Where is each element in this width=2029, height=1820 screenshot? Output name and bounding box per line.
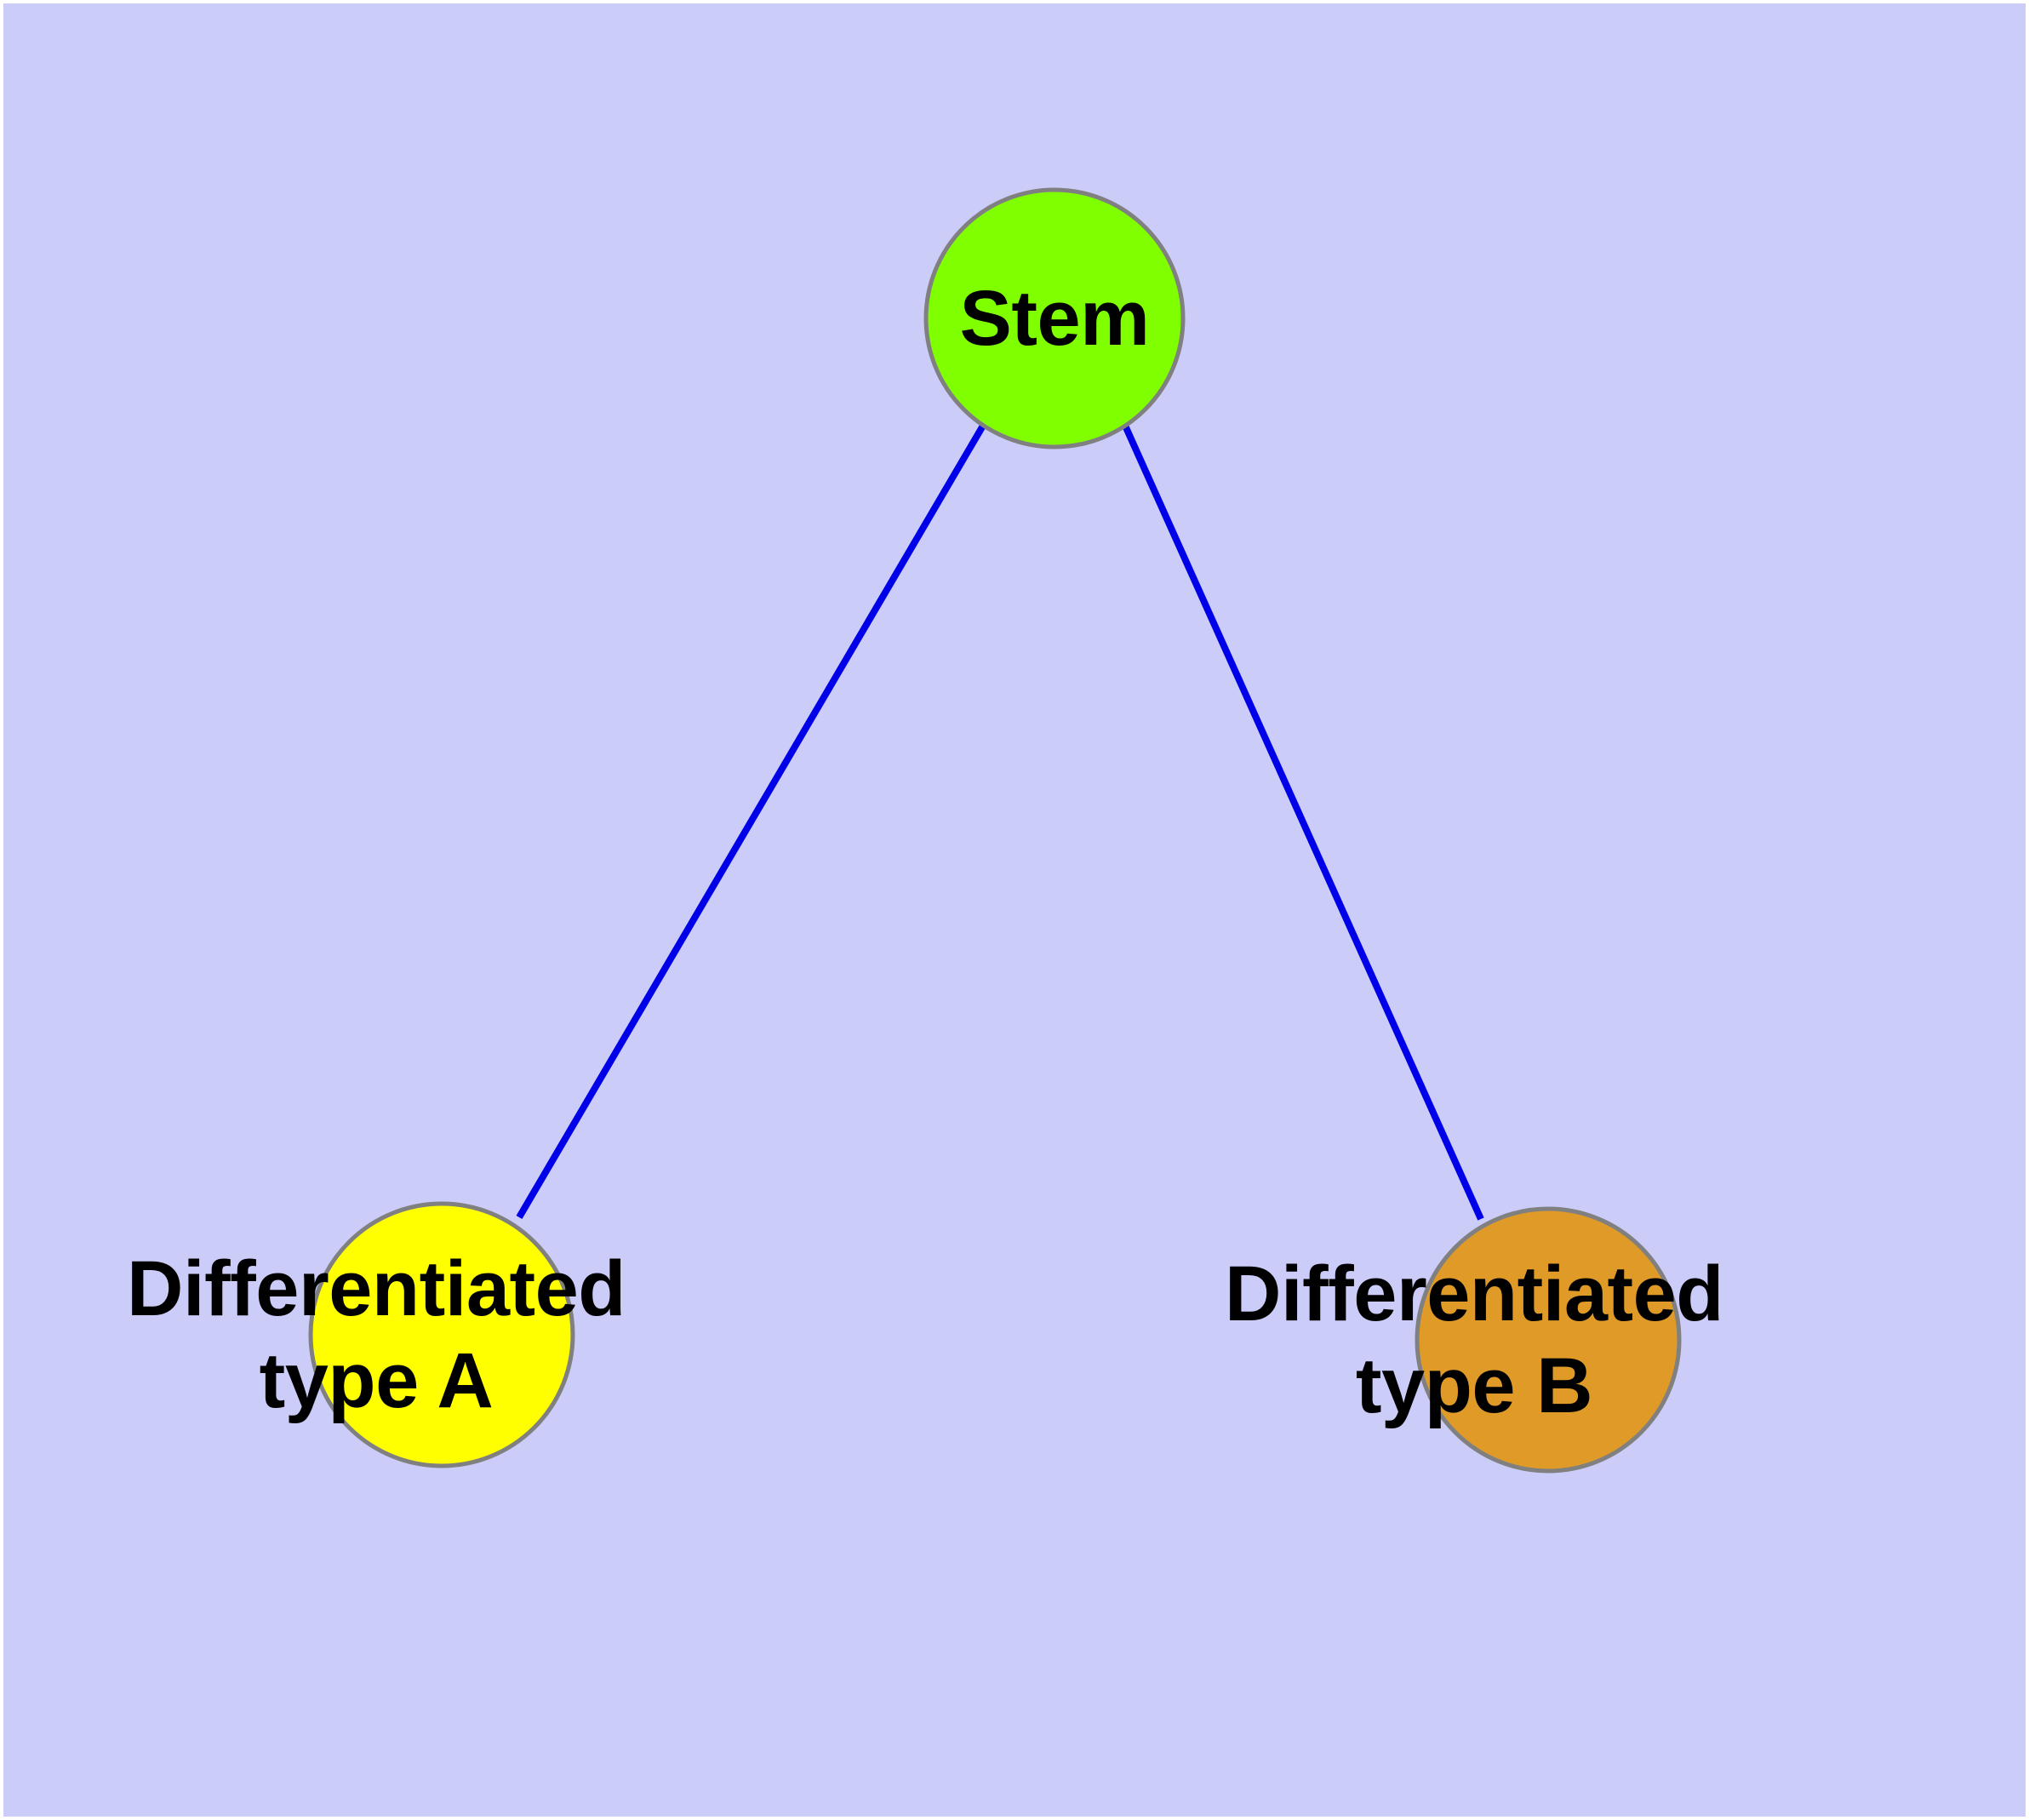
node-label-diff_a: Differentiated type A bbox=[127, 1245, 626, 1424]
node-circle-diff_b[interactable] bbox=[1415, 1206, 1682, 1474]
nodes-group bbox=[308, 187, 1682, 1474]
edge-stem-diff_a bbox=[516, 423, 986, 1220]
node-label-diff_b: Differentiated type B bbox=[1225, 1251, 1723, 1429]
edges-group bbox=[516, 423, 1484, 1221]
node-circle-stem[interactable] bbox=[923, 187, 1186, 449]
edge-stem-diff_b bbox=[1122, 424, 1484, 1221]
node-circle-diff_a[interactable] bbox=[308, 1201, 575, 1468]
node-label-stem: Stem bbox=[959, 275, 1150, 362]
